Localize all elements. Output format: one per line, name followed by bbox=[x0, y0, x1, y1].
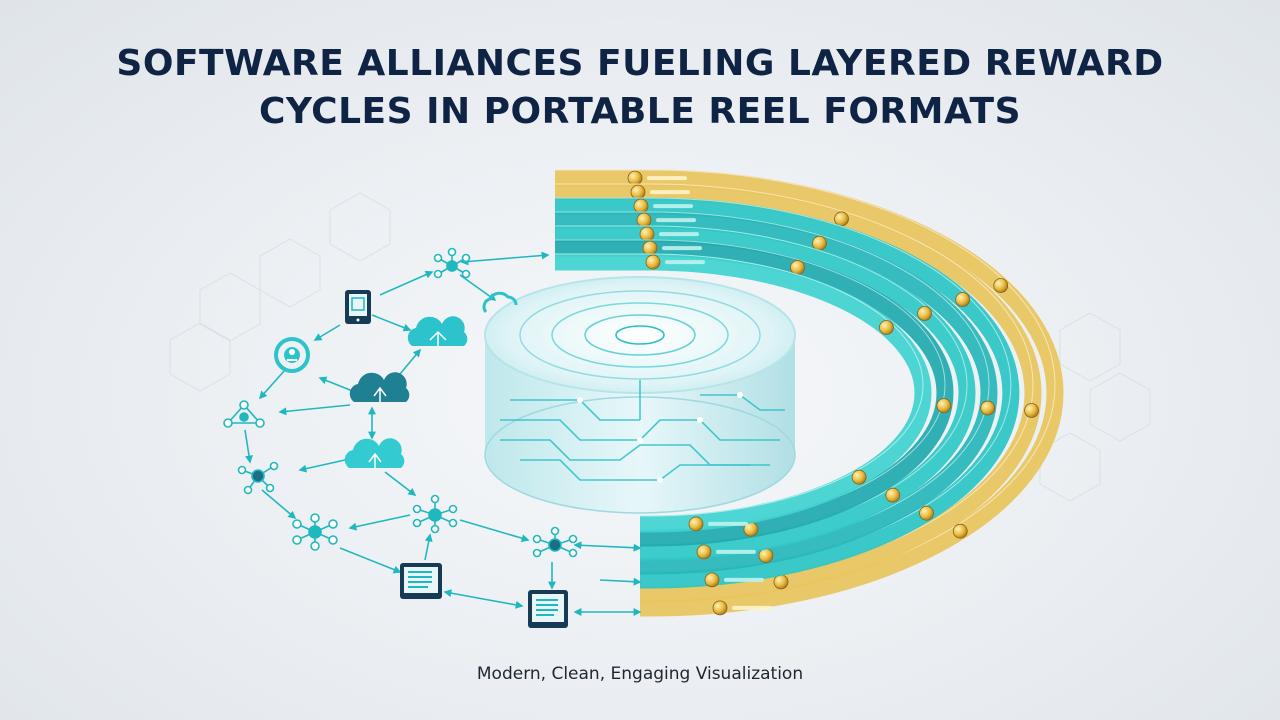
tablet-list-icon bbox=[400, 563, 442, 599]
reward-coin-icon bbox=[639, 226, 655, 242]
page-title: SOFTWARE ALLIANCES FUELING LAYERED REWAR… bbox=[0, 40, 1280, 136]
reward-coin-icon bbox=[790, 260, 805, 275]
network-hub-icon bbox=[532, 526, 578, 558]
network-hub-icon bbox=[412, 494, 458, 534]
reward-coin-icon bbox=[1024, 403, 1039, 418]
tablet-list-icon bbox=[528, 590, 568, 628]
title-line-1: SOFTWARE ALLIANCES FUELING LAYERED REWAR… bbox=[116, 43, 1164, 84]
reward-coin-icon bbox=[980, 400, 996, 416]
network-nodes bbox=[223, 247, 578, 628]
reel-progress-bar bbox=[659, 232, 699, 237]
reward-coin-icon bbox=[851, 469, 867, 485]
reel-progress-bar bbox=[732, 605, 772, 610]
title-line-2: CYCLES IN PORTABLE REEL FORMATS bbox=[258, 91, 1022, 132]
reel-band-highlight bbox=[555, 253, 924, 517]
tablet-icon bbox=[345, 290, 371, 324]
reward-coin-icon bbox=[636, 212, 652, 228]
reward-coin-icon bbox=[834, 211, 849, 227]
reward-coin-icon bbox=[633, 198, 649, 214]
reel-progress-bar bbox=[650, 190, 690, 195]
reward-coin-icon bbox=[645, 254, 661, 270]
reward-coin-icon bbox=[952, 523, 968, 539]
cloud-upload-icon bbox=[349, 372, 410, 402]
network-hub-icon bbox=[237, 461, 279, 495]
reward-coin-icon bbox=[712, 600, 728, 616]
reward-coin-icon bbox=[885, 487, 901, 503]
reward-coin-icon bbox=[773, 574, 789, 590]
network-connections bbox=[244, 251, 642, 616]
reward-coin-icon bbox=[696, 544, 712, 560]
glass-cylinder bbox=[484, 276, 796, 514]
circuit-nodes bbox=[577, 392, 743, 483]
subtitle: Modern, Clean, Engaging Visualization bbox=[476, 664, 804, 684]
circuit-traces bbox=[500, 380, 785, 481]
cloud-icon bbox=[344, 438, 405, 468]
reward-coin-icon bbox=[688, 516, 704, 532]
reel-progress-bar bbox=[656, 218, 696, 223]
reward-coin-icon bbox=[630, 184, 646, 200]
reward-coin-icon bbox=[627, 170, 643, 186]
reward-coin-icon bbox=[758, 548, 774, 563]
reward-coin-icon bbox=[993, 278, 1009, 293]
reel-ribbons bbox=[555, 169, 1064, 617]
reward-coin-icon bbox=[879, 320, 894, 335]
reel-progress-bar bbox=[716, 549, 756, 554]
reel-progress-bar bbox=[647, 176, 687, 181]
gear-node-icon bbox=[274, 337, 310, 373]
reward-coin-icon bbox=[917, 306, 932, 321]
reward-coin-icon bbox=[936, 398, 952, 414]
reel-progress-bar bbox=[662, 246, 702, 251]
reel-progress-bar bbox=[724, 577, 764, 582]
reward-coin-icon bbox=[919, 505, 934, 521]
reward-coin-icon bbox=[704, 572, 720, 588]
network-hub-icon bbox=[223, 400, 265, 428]
reel-progress-bar bbox=[653, 204, 693, 209]
reward-coin-icon bbox=[955, 292, 971, 307]
cloud-icon bbox=[482, 291, 518, 313]
reward-coin-icon bbox=[642, 240, 658, 256]
reward-coin-icon bbox=[812, 235, 827, 251]
network-hub-icon bbox=[292, 513, 338, 551]
reel-progress-bar bbox=[665, 260, 705, 265]
cloud-icon bbox=[407, 316, 468, 346]
network-hub-icon bbox=[433, 247, 471, 279]
reel-progress-bar bbox=[708, 521, 748, 526]
